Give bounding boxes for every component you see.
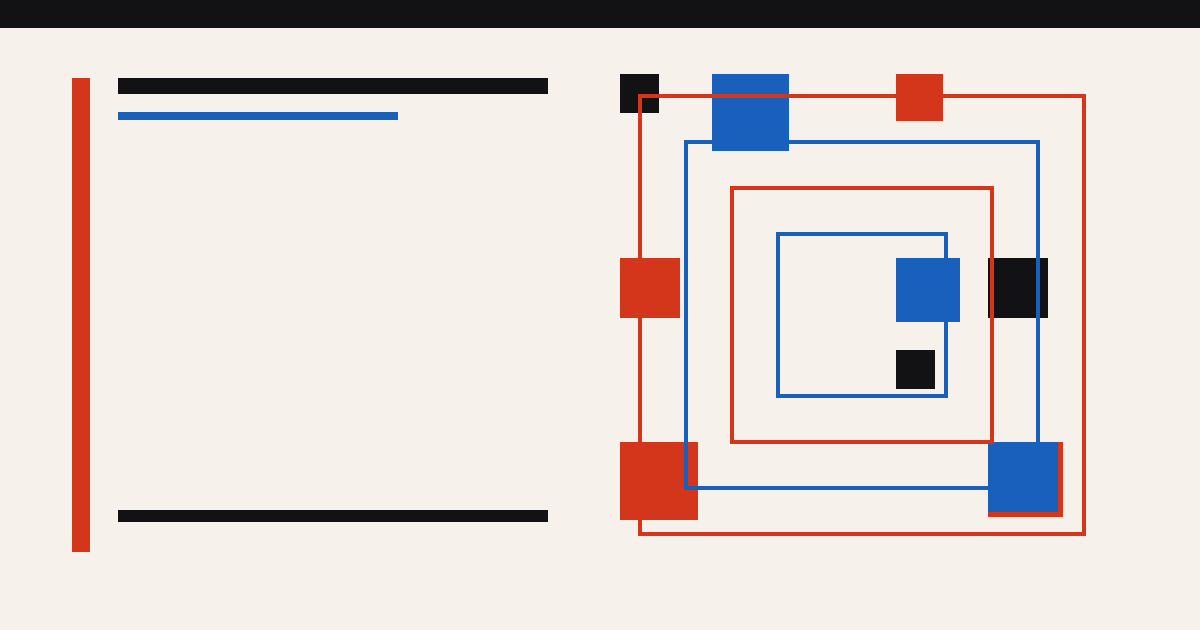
frame-red-outer [638, 94, 1086, 536]
frame-blue-second [684, 140, 1040, 490]
bottom-black-rule [118, 510, 548, 522]
top-bar [0, 0, 1200, 28]
square-red-left [620, 258, 680, 318]
blue-sub-rule [118, 112, 398, 120]
square-blue-top [712, 74, 789, 151]
frame-red-third [730, 186, 994, 444]
square-blue-center [896, 258, 960, 322]
square-blue-bottomright [988, 442, 1058, 512]
top-black-rule [118, 78, 548, 94]
left-accent-bar [72, 78, 90, 552]
frame-blue-inner [776, 232, 948, 398]
square-black-small [896, 350, 935, 389]
